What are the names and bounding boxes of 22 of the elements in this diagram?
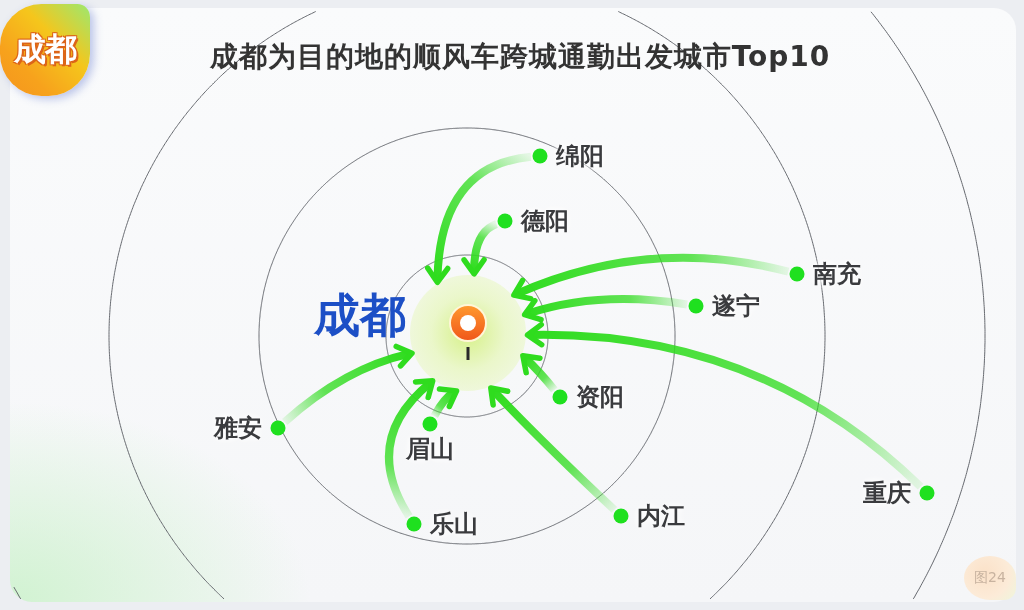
destination-name: 成都 (314, 289, 406, 341)
diagram-title: 成都为目的地的顺风车跨城通勤出发城市Top10 (209, 39, 831, 75)
city-name: 遂宁 (712, 292, 760, 320)
arrow (511, 253, 790, 302)
city-name: 资阳 (576, 383, 624, 411)
city-name: 重庆 (863, 479, 911, 507)
arrow (521, 295, 688, 323)
arrow (425, 152, 532, 286)
arrow (488, 385, 618, 513)
arrow (520, 353, 558, 393)
city-name: 眉山 (406, 435, 454, 463)
city-name: 绵阳 (556, 142, 604, 170)
city-name: 乐山 (430, 510, 478, 538)
arrow (282, 344, 415, 426)
highlight-glow (410, 275, 526, 391)
city-name: 德阳 (521, 207, 569, 235)
city-name: 雅安 (214, 414, 262, 442)
city-name: 南充 (813, 260, 861, 288)
city-badge: 成都 (0, 4, 90, 96)
arrow (385, 378, 436, 519)
city-name: 内江 (637, 502, 685, 530)
arrow (524, 322, 924, 490)
